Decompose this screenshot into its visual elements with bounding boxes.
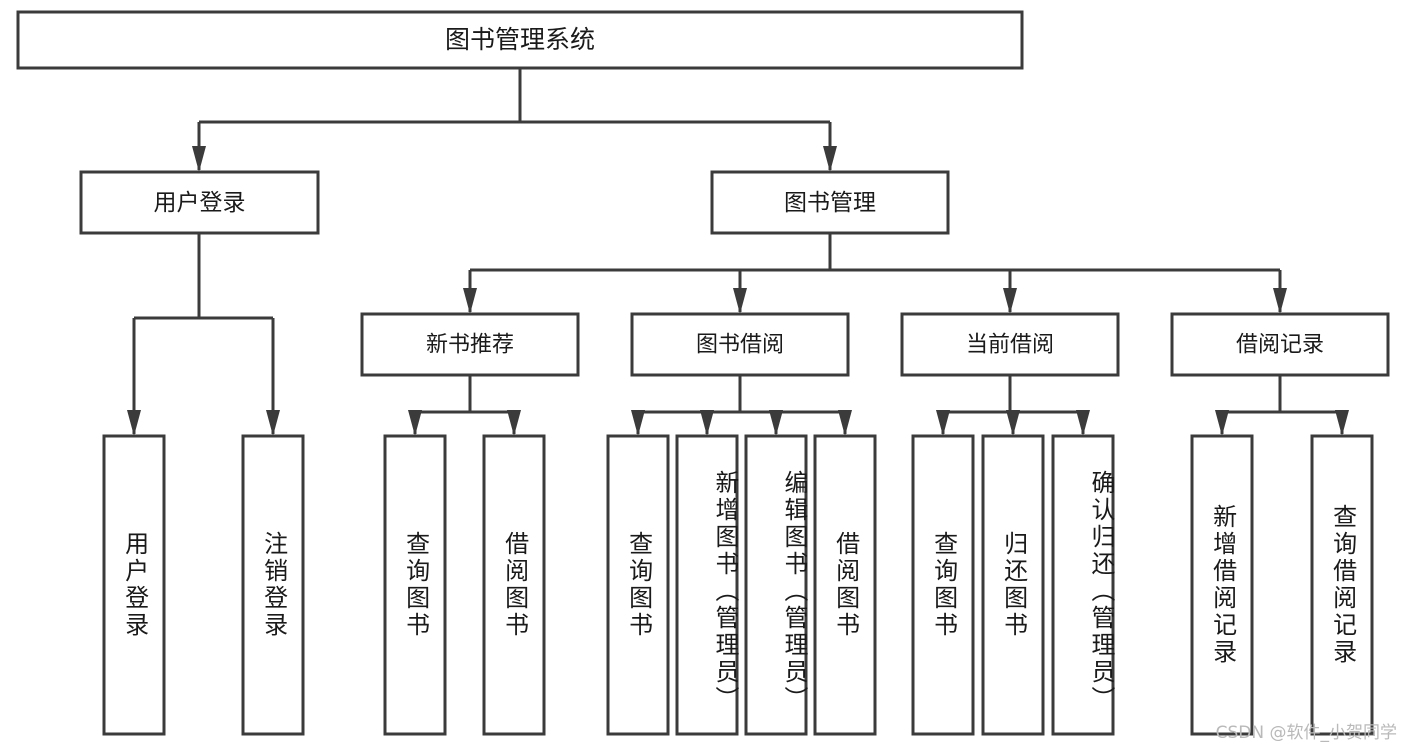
node-label-root: 图书管理系统 bbox=[445, 25, 595, 54]
arrow-head-to-book-borrow bbox=[733, 288, 747, 314]
node-label-book-management: 图书管理 bbox=[784, 190, 876, 216]
arrow-head-to-current-borrow bbox=[1003, 288, 1017, 314]
node-label-current-borrow: 当前借阅 bbox=[966, 333, 1054, 358]
node-box-new-book-recommend[interactable] bbox=[360, 312, 580, 377]
leaf-box-leaf-confirm-return[interactable] bbox=[1051, 434, 1115, 736]
leaf-box-leaf-return-book[interactable] bbox=[981, 434, 1045, 736]
leaf-box-leaf-query-borrow-record[interactable] bbox=[1310, 434, 1374, 736]
leaf-box-leaf-query-book-2[interactable] bbox=[606, 434, 670, 736]
arrow-head-leaf bbox=[1006, 410, 1020, 436]
node-label-borrow-record: 借阅记录 bbox=[1236, 333, 1324, 358]
arrow-head-leaf bbox=[769, 410, 783, 436]
arrow-head-leaf bbox=[631, 410, 645, 436]
node-label-book-borrow: 图书借阅 bbox=[696, 333, 784, 358]
node-box-book-borrow[interactable] bbox=[630, 312, 850, 377]
node-box-book-management[interactable] bbox=[710, 170, 950, 235]
arrow-head-to-user-login bbox=[192, 146, 206, 172]
leaf-box-leaf-query-book-1[interactable] bbox=[383, 434, 447, 736]
arrow-head-leaf bbox=[936, 410, 950, 436]
node-box-user-login[interactable] bbox=[79, 170, 320, 235]
node-label-new-book-recommend: 新书推荐 bbox=[426, 333, 514, 358]
arrow-head-to-book-management bbox=[823, 146, 837, 172]
arrow-head-leaf bbox=[838, 410, 852, 436]
leaf-box-leaf-borrow-book-2[interactable] bbox=[813, 434, 877, 736]
arrow-head-leaf bbox=[700, 410, 714, 436]
arrow-head-leaf bbox=[507, 410, 521, 436]
node-box-root[interactable] bbox=[16, 10, 1024, 70]
leaf-box-leaf-user-logout[interactable] bbox=[241, 434, 305, 736]
leaf-box-leaf-borrow-book-1[interactable] bbox=[482, 434, 546, 736]
leaf-box-leaf-user-login[interactable] bbox=[102, 434, 166, 736]
arrow-head-leaf bbox=[1215, 410, 1229, 436]
node-box-borrow-record[interactable] bbox=[1170, 312, 1390, 377]
node-box-current-borrow[interactable] bbox=[900, 312, 1120, 377]
arrow-head-leaf bbox=[127, 410, 141, 436]
leaf-box-leaf-query-book-3[interactable] bbox=[911, 434, 975, 736]
leaf-box-leaf-add-book[interactable] bbox=[675, 434, 739, 736]
leaf-box-leaf-add-borrow-record[interactable] bbox=[1190, 434, 1254, 736]
arrow-head-leaf bbox=[408, 410, 422, 436]
arrow-head-leaf bbox=[1076, 410, 1090, 436]
connector-layer bbox=[127, 68, 1349, 436]
leaf-box-leaf-edit-book[interactable] bbox=[744, 434, 808, 736]
arrow-head-leaf bbox=[266, 410, 280, 436]
arrow-head-to-new-book-recommend bbox=[463, 288, 477, 314]
arrow-head-leaf bbox=[1335, 410, 1349, 436]
arrow-head-to-borrow-record bbox=[1273, 288, 1287, 314]
node-label-user-login: 用户登录 bbox=[154, 190, 246, 216]
